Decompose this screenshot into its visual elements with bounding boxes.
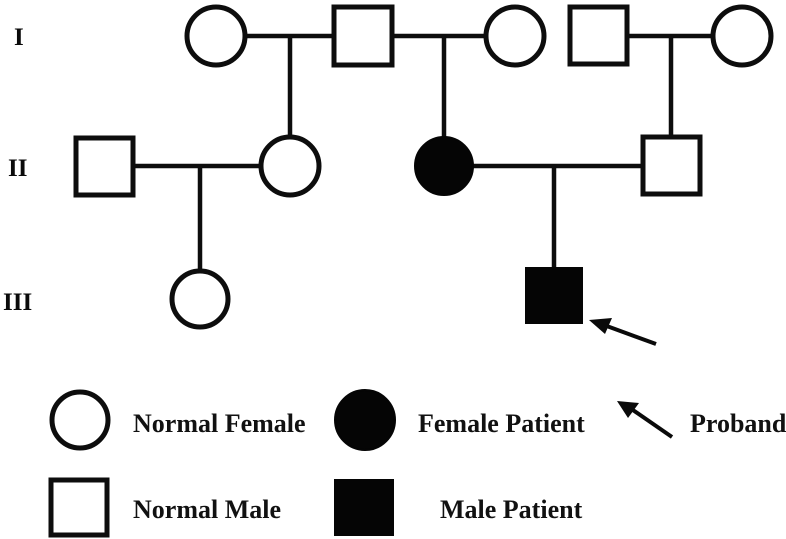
individual-ii-2-normal-female[interactable]: [258, 134, 322, 198]
individual-ii-3-female-patient[interactable]: [414, 136, 474, 196]
legend-symbol-normal-female: [49, 389, 111, 451]
generation-label-i: I: [14, 24, 24, 51]
individual-i-3-normal-female[interactable]: [483, 4, 547, 68]
legend-symbol-normal-male: [48, 477, 110, 538]
individual-i-1-normal-female[interactable]: [184, 4, 248, 68]
proband-arrow-head: [589, 318, 612, 334]
legend-proband-arrow-head: [617, 401, 639, 418]
legend-symbol-proband-arrow: [617, 401, 674, 439]
generation-label-iii: III: [3, 289, 32, 316]
legend-label-female-patient: Female Patient: [418, 409, 585, 438]
legend-proband-arrow-shaft: [628, 406, 674, 439]
individual-ii-4-normal-male[interactable]: [640, 134, 703, 197]
legend-label-proband: Proband: [690, 409, 786, 438]
generation-label-ii: II: [8, 155, 27, 182]
individual-iii-1-normal-female[interactable]: [169, 268, 231, 330]
individual-iii-2-male-patient-proband[interactable]: [525, 267, 583, 324]
legend-symbol-male-patient: [334, 479, 394, 536]
individual-ii-1-normal-male[interactable]: [73, 135, 136, 198]
legend-symbol-female-patient: [334, 389, 396, 451]
legend-label-normal-female: Normal Female: [133, 409, 306, 438]
individual-i-2-normal-male[interactable]: [331, 4, 395, 68]
generation-2-connectors: [133, 163, 643, 272]
legend-label-male-patient: Male Patient: [440, 495, 583, 524]
generation-1-connectors: [245, 33, 714, 138]
proband-arrow-icon: [589, 318, 657, 346]
individual-i-5-normal-female[interactable]: [710, 4, 774, 68]
individual-i-4-normal-male[interactable]: [567, 4, 630, 67]
legend-label-normal-male: Normal Male: [133, 495, 281, 524]
proband-arrow-shaft: [603, 323, 657, 346]
